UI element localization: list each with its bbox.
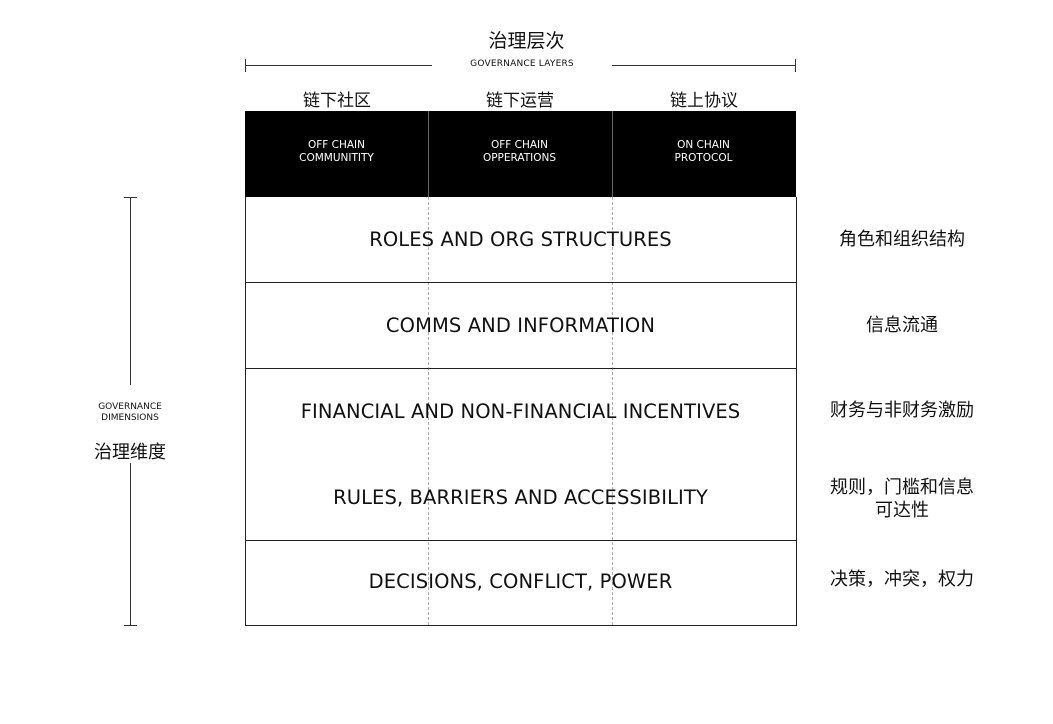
row-comms-and-information: COMMS AND INFORMATION (385, 314, 656, 337)
dimensions-bracket-line-upper (130, 197, 131, 385)
column-header-line: OFF CHAIN (490, 139, 549, 151)
row-cn-label-5: 决策，冲突，权力 (812, 568, 992, 591)
row-cn-line: 决策，冲突，权力 (830, 569, 974, 590)
dimensions-bracket-bottom-tick (124, 625, 137, 626)
column-header-line: PROTOCOL (674, 152, 733, 164)
layers-bracket-right-tick (795, 59, 796, 72)
row-cn-label-3: 财务与非财务激励 (812, 399, 992, 422)
governance-dimensions-subtitle: GOVERNANCE DIMENSIONS (80, 402, 180, 424)
row-divider (245, 540, 796, 541)
column-header-off-chain-community: OFF CHAIN COMMUNITITY (245, 139, 428, 165)
column-header-line: OPPERATIONS (482, 152, 557, 164)
column-header-line: COMMUNITITY (299, 152, 374, 164)
column-divider-2 (612, 197, 613, 625)
column-header-on-chain-protocol: ON CHAIN PROTOCOL (612, 139, 795, 165)
dimensions-subtitle-line: DIMENSIONS (101, 413, 159, 423)
column-header-off-chain-operations: OFF CHAIN OPPERATIONS (428, 139, 611, 165)
layers-header-bar (245, 111, 796, 197)
governance-dimensions-title: 治理维度 (80, 438, 180, 464)
row-cn-label-2: 信息流通 (812, 314, 992, 337)
row-divider (245, 282, 796, 283)
row-cn-line: 可达性 (875, 500, 929, 521)
row-rules-barriers-accessibility: RULES, BARRIERS AND ACCESSIBILITY (333, 486, 708, 509)
row-cn-label-4: 规则，门槛和信息 可达性 (812, 476, 992, 522)
dimensions-subtitle-line: GOVERNANCE (98, 402, 162, 412)
row-divider (245, 368, 796, 369)
row-cn-label-1: 角色和组织结构 (812, 228, 992, 251)
column-header-line: OFF CHAIN (307, 139, 366, 151)
header-separator-1 (428, 111, 429, 197)
dimensions-grid (245, 197, 797, 626)
layers-bracket-left-tick (245, 59, 246, 72)
row-cn-line: 信息流通 (866, 315, 938, 336)
row-cn-line: 角色和组织结构 (839, 229, 965, 250)
row-roles-and-org-structures: ROLES AND ORG STRUCTURES (369, 228, 672, 251)
column-divider-1 (428, 197, 429, 625)
layers-bracket-right-line (612, 65, 796, 66)
header-separator-2 (612, 111, 613, 197)
layers-bracket-left-line (246, 65, 432, 66)
column-header-line: ON CHAIN (677, 139, 730, 151)
governance-layers-subtitle: GOVERNANCE LAYERS (470, 59, 574, 69)
column-cn-label-2: 链下运营 (486, 91, 554, 111)
column-cn-label-3: 链上协议 (670, 91, 738, 111)
row-cn-line: 规则，门槛和信息 (830, 477, 974, 498)
column-cn-label-1: 链下社区 (303, 91, 371, 111)
row-cn-line: 财务与非财务激励 (830, 400, 974, 421)
row-financial-incentives: FINANCIAL AND NON-FINANCIAL INCENTIVES (300, 400, 741, 423)
dimensions-bracket-line-lower (130, 463, 131, 625)
governance-layers-title: 治理层次 (488, 30, 565, 52)
row-decisions-conflict-power: DECISIONS, CONFLICT, POWER (368, 570, 673, 593)
